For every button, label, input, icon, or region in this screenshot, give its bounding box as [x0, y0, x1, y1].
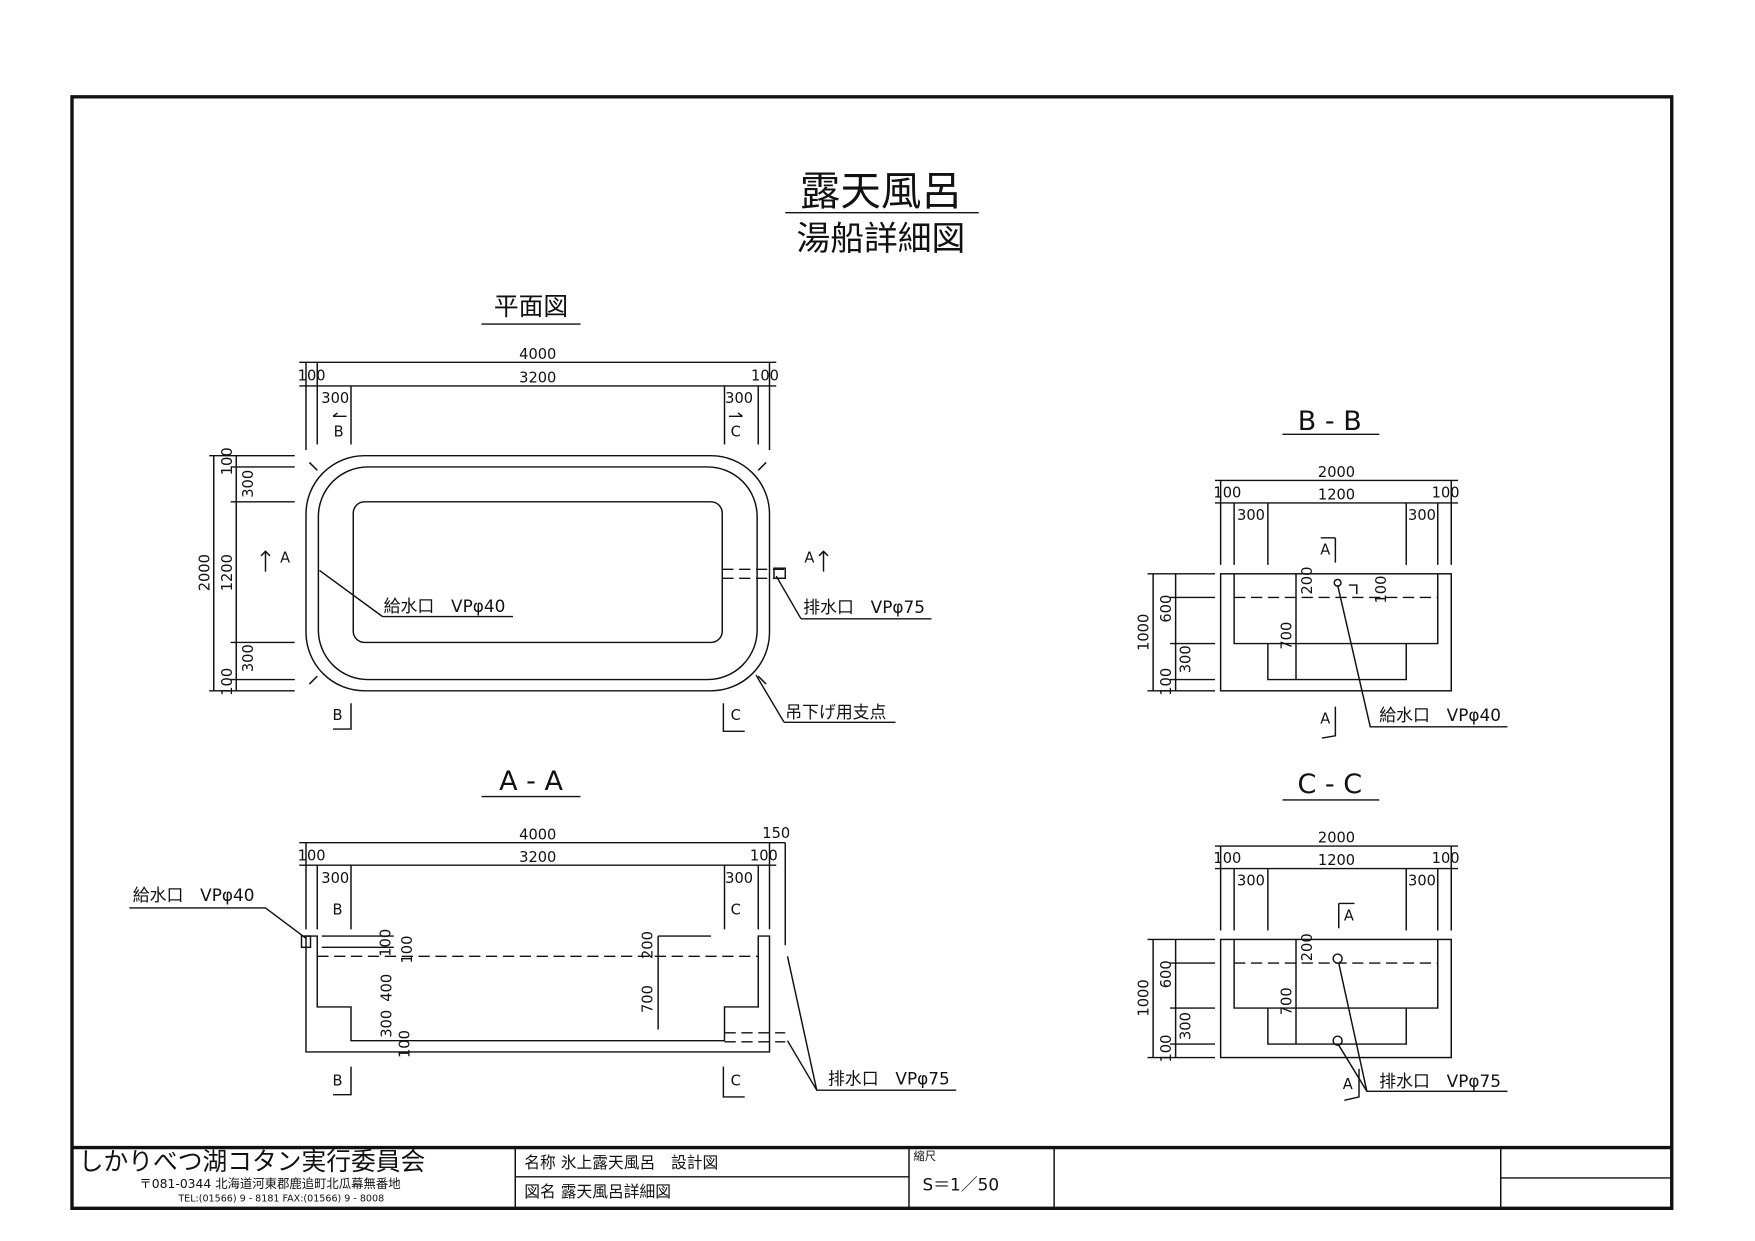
plan-drain-label: 排水口 VPφ75 — [803, 597, 925, 617]
organization-phone: TEL:(01566) 9 - 8181 FAX:(01566) 9 - 800… — [177, 1194, 384, 1205]
scale-value: S＝1／50 — [923, 1174, 1000, 1194]
scale-label: 縮尺 — [914, 1149, 937, 1163]
bb-dim-100: 100 — [1158, 668, 1175, 696]
aa-dim-100-right: 100 — [750, 848, 778, 865]
aa-dim-v100-floor: 100 — [397, 1030, 414, 1058]
bb-dim-1000: 1000 — [1136, 614, 1153, 651]
cc-drain-label: 排水口 VPφ75 — [1379, 1071, 1501, 1091]
sheet-frame — [70, 95, 1674, 1210]
cc-dim-600: 600 — [1158, 960, 1175, 988]
aa-dim-v700: 700 — [640, 985, 657, 1013]
plan-supply-label: 給水口 VPφ40 — [384, 596, 506, 616]
cc-dim-300-left: 300 — [1237, 872, 1265, 889]
aa-dim-4000: 4000 — [519, 826, 556, 843]
bb-dim-300: 300 — [1177, 645, 1194, 673]
tub-rim — [317, 466, 758, 681]
aa-mark-c-bottom: C — [731, 1073, 741, 1090]
organization-name: しかりべつ湖コタン実行委員会 — [79, 1147, 426, 1176]
aa-mark-b-bottom: B — [332, 1073, 342, 1090]
dim-100-left: 100 — [298, 367, 326, 384]
tub-basin — [352, 501, 723, 644]
dim-3200: 3200 — [519, 370, 556, 387]
project-name: 名称 氷上露天風呂 設計図 — [524, 1153, 718, 1172]
dim-100-right: 100 — [751, 367, 779, 384]
dim-100-top: 100 — [219, 447, 236, 475]
bb-dim-300-right: 300 — [1408, 507, 1436, 524]
bb-dim-700: 700 — [1279, 622, 1296, 650]
cc-dim-300: 300 — [1177, 1012, 1194, 1040]
cc-mark-a-bottom: A — [1343, 1076, 1353, 1093]
section-mark-b-bottom: B — [332, 707, 342, 724]
aa-outline — [305, 935, 771, 1053]
section-bb-title: B - B — [1298, 406, 1362, 437]
aa-supply-label: 給水口 VPφ40 — [133, 885, 255, 905]
section-mark-c-bottom: C — [731, 707, 741, 724]
aa-dim-300-right: 300 — [725, 870, 753, 887]
bb-dim-100-pipe: 100 — [1373, 576, 1390, 604]
title-block: しかりべつ湖コタン実行委員会 〒081-0344 北海道河東郡鹿追町北瓜幕無番地… — [72, 1145, 1672, 1209]
dim-2000-vertical: 2000 — [196, 554, 213, 591]
bb-dim-200: 200 — [1299, 567, 1316, 595]
aa-dim-100-left: 100 — [298, 848, 326, 865]
bb-supply-label: 給水口 VPφ40 — [1379, 705, 1501, 725]
section-mark-a-left: A — [280, 550, 290, 567]
section-bb: B - B 2000 1200 100 100 300 300 A 1000 6… — [1136, 406, 1508, 739]
aa-dim-v100-top: 100 — [377, 929, 394, 957]
dim-4000: 4000 — [519, 346, 556, 363]
section-cc: C - C 2000 1200 100 100 300 300 A 1000 6… — [1136, 769, 1508, 1102]
cc-dim-2000: 2000 — [1318, 830, 1355, 847]
dim-300-left: 300 — [321, 390, 349, 407]
cc-dim-1200: 1200 — [1318, 852, 1355, 869]
cc-dim-100: 100 — [1158, 1035, 1175, 1063]
hanger-point-label: 吊下げ用支点 — [785, 702, 886, 722]
aa-dim-300-left: 300 — [321, 870, 349, 887]
organization-address: 〒081-0344 北海道河東郡鹿追町北瓜幕無番地 — [139, 1176, 400, 1191]
cc-dim-100-left: 100 — [1213, 850, 1241, 867]
aa-dim-3200: 3200 — [519, 849, 556, 866]
aa-drain-label: 排水口 VPφ75 — [828, 1069, 950, 1089]
plan-title: 平面図 — [494, 292, 568, 321]
bb-dim-2000: 2000 — [1318, 464, 1355, 481]
bb-mark-a-bottom: A — [1320, 710, 1330, 727]
section-cc-title: C - C — [1297, 769, 1362, 800]
cc-dim-100-right: 100 — [1432, 850, 1460, 867]
aa-dim-v200: 200 — [640, 931, 657, 959]
bb-dim-300-left: 300 — [1237, 507, 1265, 524]
drawing-subtitle: 湯船詳細図 — [796, 219, 965, 258]
aa-dim-v300: 300 — [379, 1010, 396, 1038]
dim-300-top: 300 — [240, 470, 257, 498]
tub-outer — [305, 454, 771, 692]
section-mark-a-right: A — [804, 550, 814, 567]
section-aa: A - A 4000 150 3200 100 100 300 300 B C … — [129, 766, 957, 1098]
section-mark-c-top: C — [731, 424, 741, 441]
bb-dim-100-right: 100 — [1432, 484, 1460, 501]
dim-300-right: 300 — [725, 390, 753, 407]
bb-dim-1200: 1200 — [1318, 487, 1355, 504]
cc-dim-200: 200 — [1299, 933, 1316, 961]
cc-dim-1000: 1000 — [1136, 979, 1153, 1016]
dim-100-bottom: 100 — [219, 668, 236, 696]
aa-dim-150: 150 — [762, 825, 790, 842]
bb-dim-100-left: 100 — [1213, 484, 1241, 501]
aa-dim-v400: 400 — [379, 974, 396, 1002]
cc-mark-a-top: A — [1344, 907, 1354, 924]
bb-mark-a-top: A — [1320, 542, 1330, 559]
aa-dim-v100-water: 100 — [399, 936, 416, 964]
section-mark-b-top: B — [334, 424, 344, 441]
dim-300-bottom: 300 — [240, 644, 257, 672]
section-aa-title: A - A — [499, 766, 563, 797]
dim-1200-vertical: 1200 — [219, 554, 236, 591]
aa-mark-b: B — [332, 902, 342, 919]
cc-dim-300-right: 300 — [1408, 872, 1436, 889]
plan-view: 平面図 4000 3200 100 100 300 300 B C 2000 1… — [196, 292, 932, 733]
cc-dim-700: 700 — [1279, 987, 1296, 1015]
drawing-title: 露天風呂 — [800, 167, 962, 215]
aa-mark-c: C — [731, 902, 741, 919]
drawing-name: 図名 露天風呂詳細図 — [524, 1182, 671, 1201]
bb-dim-600: 600 — [1158, 595, 1175, 623]
